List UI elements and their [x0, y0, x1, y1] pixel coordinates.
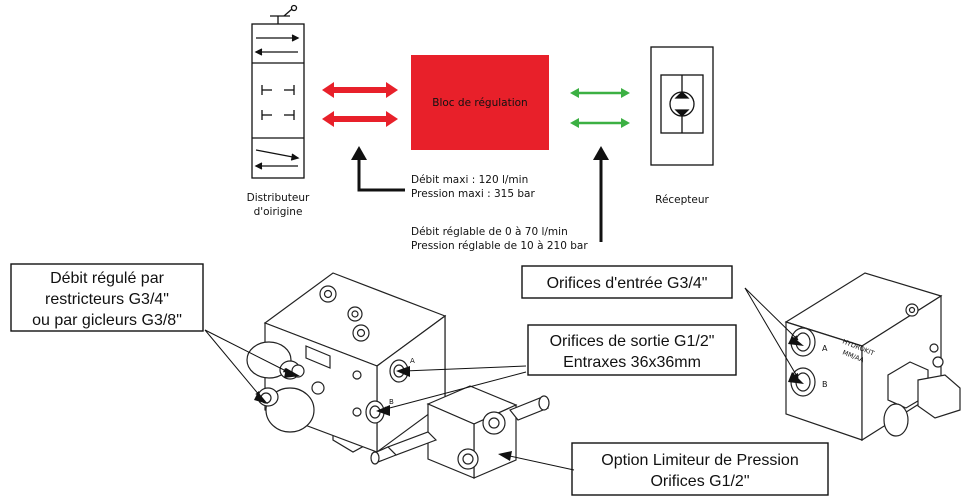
callout-limiteur-line2: Orifices G1/2"	[650, 473, 749, 490]
left-port-a-label: A	[410, 357, 415, 365]
callout-restricteurs-line1: Débit régulé par	[50, 270, 165, 287]
bloc-regulation-box	[411, 55, 549, 150]
callout-entree-box	[521, 265, 733, 299]
callout-entree-text: Orifices d'entrée G3/4"	[547, 275, 708, 292]
callout-limiteur-box	[571, 442, 829, 496]
callout-leaders	[204, 287, 799, 471]
adjust-spec-arrow	[593, 146, 609, 242]
block-left-illustration	[246, 272, 447, 454]
red-double-arrows	[322, 82, 398, 127]
recepteur-symbol	[650, 46, 714, 166]
callout-restricteurs-box	[10, 263, 204, 332]
left-port-b-label: B	[389, 398, 394, 406]
right-port-b-label: B	[822, 380, 828, 389]
adjust-spec-line1: Débit réglable de 0 à 70 l/min	[411, 226, 568, 238]
input-spec-line1: Débit maxi : 120 l/min	[411, 174, 528, 186]
right-port-a-label: A	[822, 344, 828, 353]
distributeur-symbol	[251, 4, 305, 179]
input-spec-arrow	[351, 146, 405, 192]
distributeur-label-line1: Distributeur	[247, 192, 310, 204]
limiteur-option-illustration	[370, 385, 550, 479]
distributeur-label-line2: d'oirigine	[254, 206, 303, 218]
adjust-spec-line2: Pression réglable de 10 à 210 bar	[411, 240, 588, 252]
block-right-illustration	[784, 272, 961, 442]
callout-restricteurs-line3: ou par gicleurs G3/8"	[32, 312, 182, 329]
callout-sortie-box	[527, 324, 737, 376]
input-spec-line2: Pression maxi : 315 bar	[411, 188, 535, 200]
callout-sortie-line2: Entraxes 36x36mm	[563, 354, 701, 371]
green-double-arrows	[570, 88, 630, 128]
callout-restricteurs-line2: restricteurs G3/4"	[45, 291, 169, 308]
callout-limiteur-line1: Option Limiteur de Pression	[601, 452, 798, 469]
callout-arrowheads	[254, 336, 804, 461]
callout-sortie-line1: Orifices de sortie G1/2"	[550, 333, 715, 350]
recepteur-label: Récepteur	[655, 194, 709, 206]
bloc-regulation-label: Bloc de régulation	[432, 97, 527, 109]
